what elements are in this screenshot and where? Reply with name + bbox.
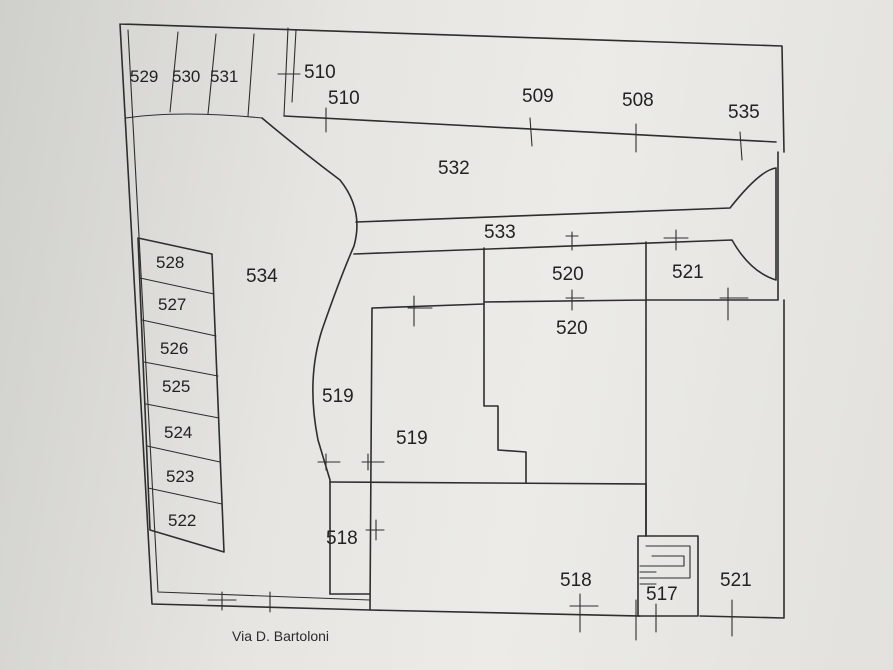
stairwell-inner — [639, 545, 691, 585]
parcel-520-lower: 520 — [556, 318, 588, 339]
parcel-535: 535 — [728, 102, 760, 123]
inner-boundary-line — [127, 29, 371, 601]
parcel-521-lower: 521 — [720, 570, 752, 591]
street-label: Via D. Bartoloni — [232, 628, 329, 644]
block-520-521 — [483, 151, 779, 537]
parcel-526: 526 — [160, 339, 188, 358]
parcel-518: 518 — [560, 570, 592, 591]
top-strip-inner-edge — [125, 27, 289, 119]
parcel-517: 517 — [646, 584, 678, 605]
block-519 — [329, 303, 647, 611]
left-stall-dividers — [139, 277, 223, 505]
parcel-533: 533 — [484, 222, 516, 243]
parcel-522: 522 — [168, 511, 196, 530]
passage-532-lower — [353, 167, 777, 281]
parcel-518-left: 518 — [326, 528, 358, 549]
parcel-519-left: 519 — [322, 386, 354, 407]
left-stall-column — [137, 237, 225, 553]
parcel-532: 532 — [438, 158, 470, 179]
parcel-508: 508 — [622, 90, 654, 111]
parcel-531: 531 — [210, 67, 238, 86]
boundary-ticks — [207, 73, 749, 641]
parcel-520-upper: 520 — [552, 264, 584, 285]
stall-dividers-top — [169, 29, 297, 117]
parcel-529: 529 — [130, 67, 158, 86]
parcel-510: 510 — [328, 88, 360, 109]
parcel-534: 534 — [246, 266, 278, 287]
parcel-528: 528 — [156, 253, 184, 272]
parcel-523: 523 — [166, 467, 194, 486]
courtyard-curve — [261, 117, 358, 595]
stairwell-517 — [637, 535, 699, 617]
parcel-519: 519 — [396, 428, 428, 449]
outer-boundary — [119, 23, 785, 619]
parcel-509: 509 — [522, 86, 554, 107]
parcel-527: 527 — [158, 295, 186, 314]
top-strip-lower-edge — [283, 115, 777, 143]
parcel-525: 525 — [162, 377, 190, 396]
parcel-521-upper: 521 — [672, 262, 704, 283]
parcel-510-top: 510 — [304, 62, 336, 83]
parcel-530: 530 — [172, 67, 200, 86]
parcel-524: 524 — [164, 423, 192, 442]
